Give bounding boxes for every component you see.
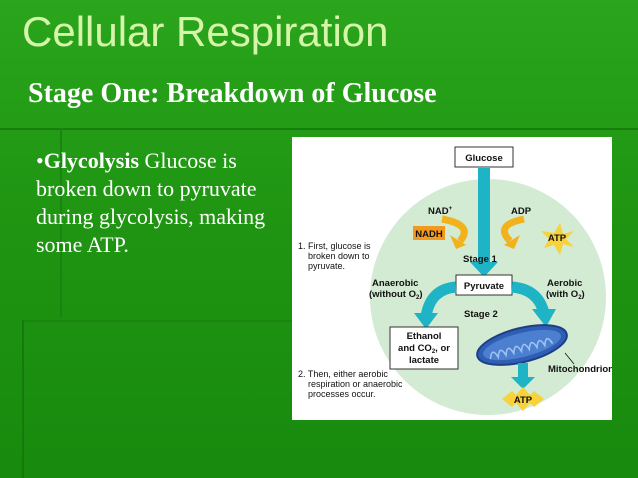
slide-title: Cellular Respiration (22, 8, 389, 55)
step2-line3: processes occur. (308, 389, 376, 399)
step1-line1: 1. First, glucose is (298, 241, 371, 251)
nad-label: NAD+ (428, 206, 453, 217)
atp-star-bottom (502, 387, 544, 411)
atp-curve-arrow (500, 215, 525, 244)
divider-line (24, 320, 294, 322)
ethanol-line3: lactate (409, 355, 439, 366)
aerobic-label: Aerobic (547, 278, 582, 289)
step2-line2: respiration or anaerobic (308, 379, 403, 389)
adp-label: ADP (511, 206, 532, 217)
step1-line2: broken down to (308, 251, 370, 261)
slide-subtitle: Stage One: Breakdown of Glucose (28, 78, 437, 109)
anaerobic-arrow-head (414, 313, 438, 329)
ethanol-box (389, 326, 459, 370)
nadh-label: NADH (415, 229, 443, 240)
glucose-box (454, 146, 514, 168)
atp-arrow-head (504, 235, 520, 249)
bullet-text: Glucose is broken down to pyruvate durin… (36, 148, 266, 257)
bullet-point: •Glycolysis Glucose is broken down to py… (36, 147, 284, 259)
atp-down-arrow (518, 363, 528, 379)
atp-label-bottom: ATP (514, 395, 533, 406)
atp-down-arrow-head (511, 377, 535, 389)
glucose-label: Glucose (465, 153, 503, 164)
ethanol-line1: Ethanol (407, 331, 442, 342)
mitochondrion-illustration (476, 324, 568, 366)
pyruvate-box (455, 274, 513, 296)
ethanol-line2: and CO2, or (398, 343, 450, 355)
diagram-svg: Glucose NAD+ NADH ADP ATP 1. First, gluc… (298, 146, 612, 415)
glycolysis-diagram: Glucose NAD+ NADH ADP ATP 1. First, gluc… (292, 137, 612, 420)
stage2-label: Stage 2 (464, 309, 498, 320)
anaerobic-label: Anaerobic (372, 278, 418, 289)
atp-star-top (541, 223, 574, 255)
without-o2-label: (without O2) (369, 289, 422, 301)
arrow-shaft (478, 168, 490, 264)
nadh-arrow-head (450, 235, 466, 249)
stage1-label: Stage 1 (463, 254, 498, 265)
nadh-box (413, 226, 445, 240)
divider-line (22, 320, 24, 478)
step2-line1: 2. Then, either aerobic (298, 369, 388, 379)
divider-line (60, 128, 62, 318)
with-o2-label: (with O2) (546, 289, 585, 301)
bullet-marker: • (36, 148, 44, 173)
aerobic-arrow-head (532, 309, 556, 327)
bullet-term: Glycolysis (43, 148, 140, 173)
divider-line (0, 128, 638, 130)
anaerobic-arrow (420, 281, 457, 319)
nadh-curve-arrow (441, 215, 468, 244)
pyruvate-label: Pyruvate (464, 281, 504, 292)
step1-line3: pyruvate. (308, 261, 345, 271)
atp-label-top: ATP (548, 233, 567, 244)
mitochondrion-label: Mitochondrion (548, 364, 612, 375)
mitochondrion-pointer (564, 352, 575, 365)
arrow-head (470, 262, 498, 277)
